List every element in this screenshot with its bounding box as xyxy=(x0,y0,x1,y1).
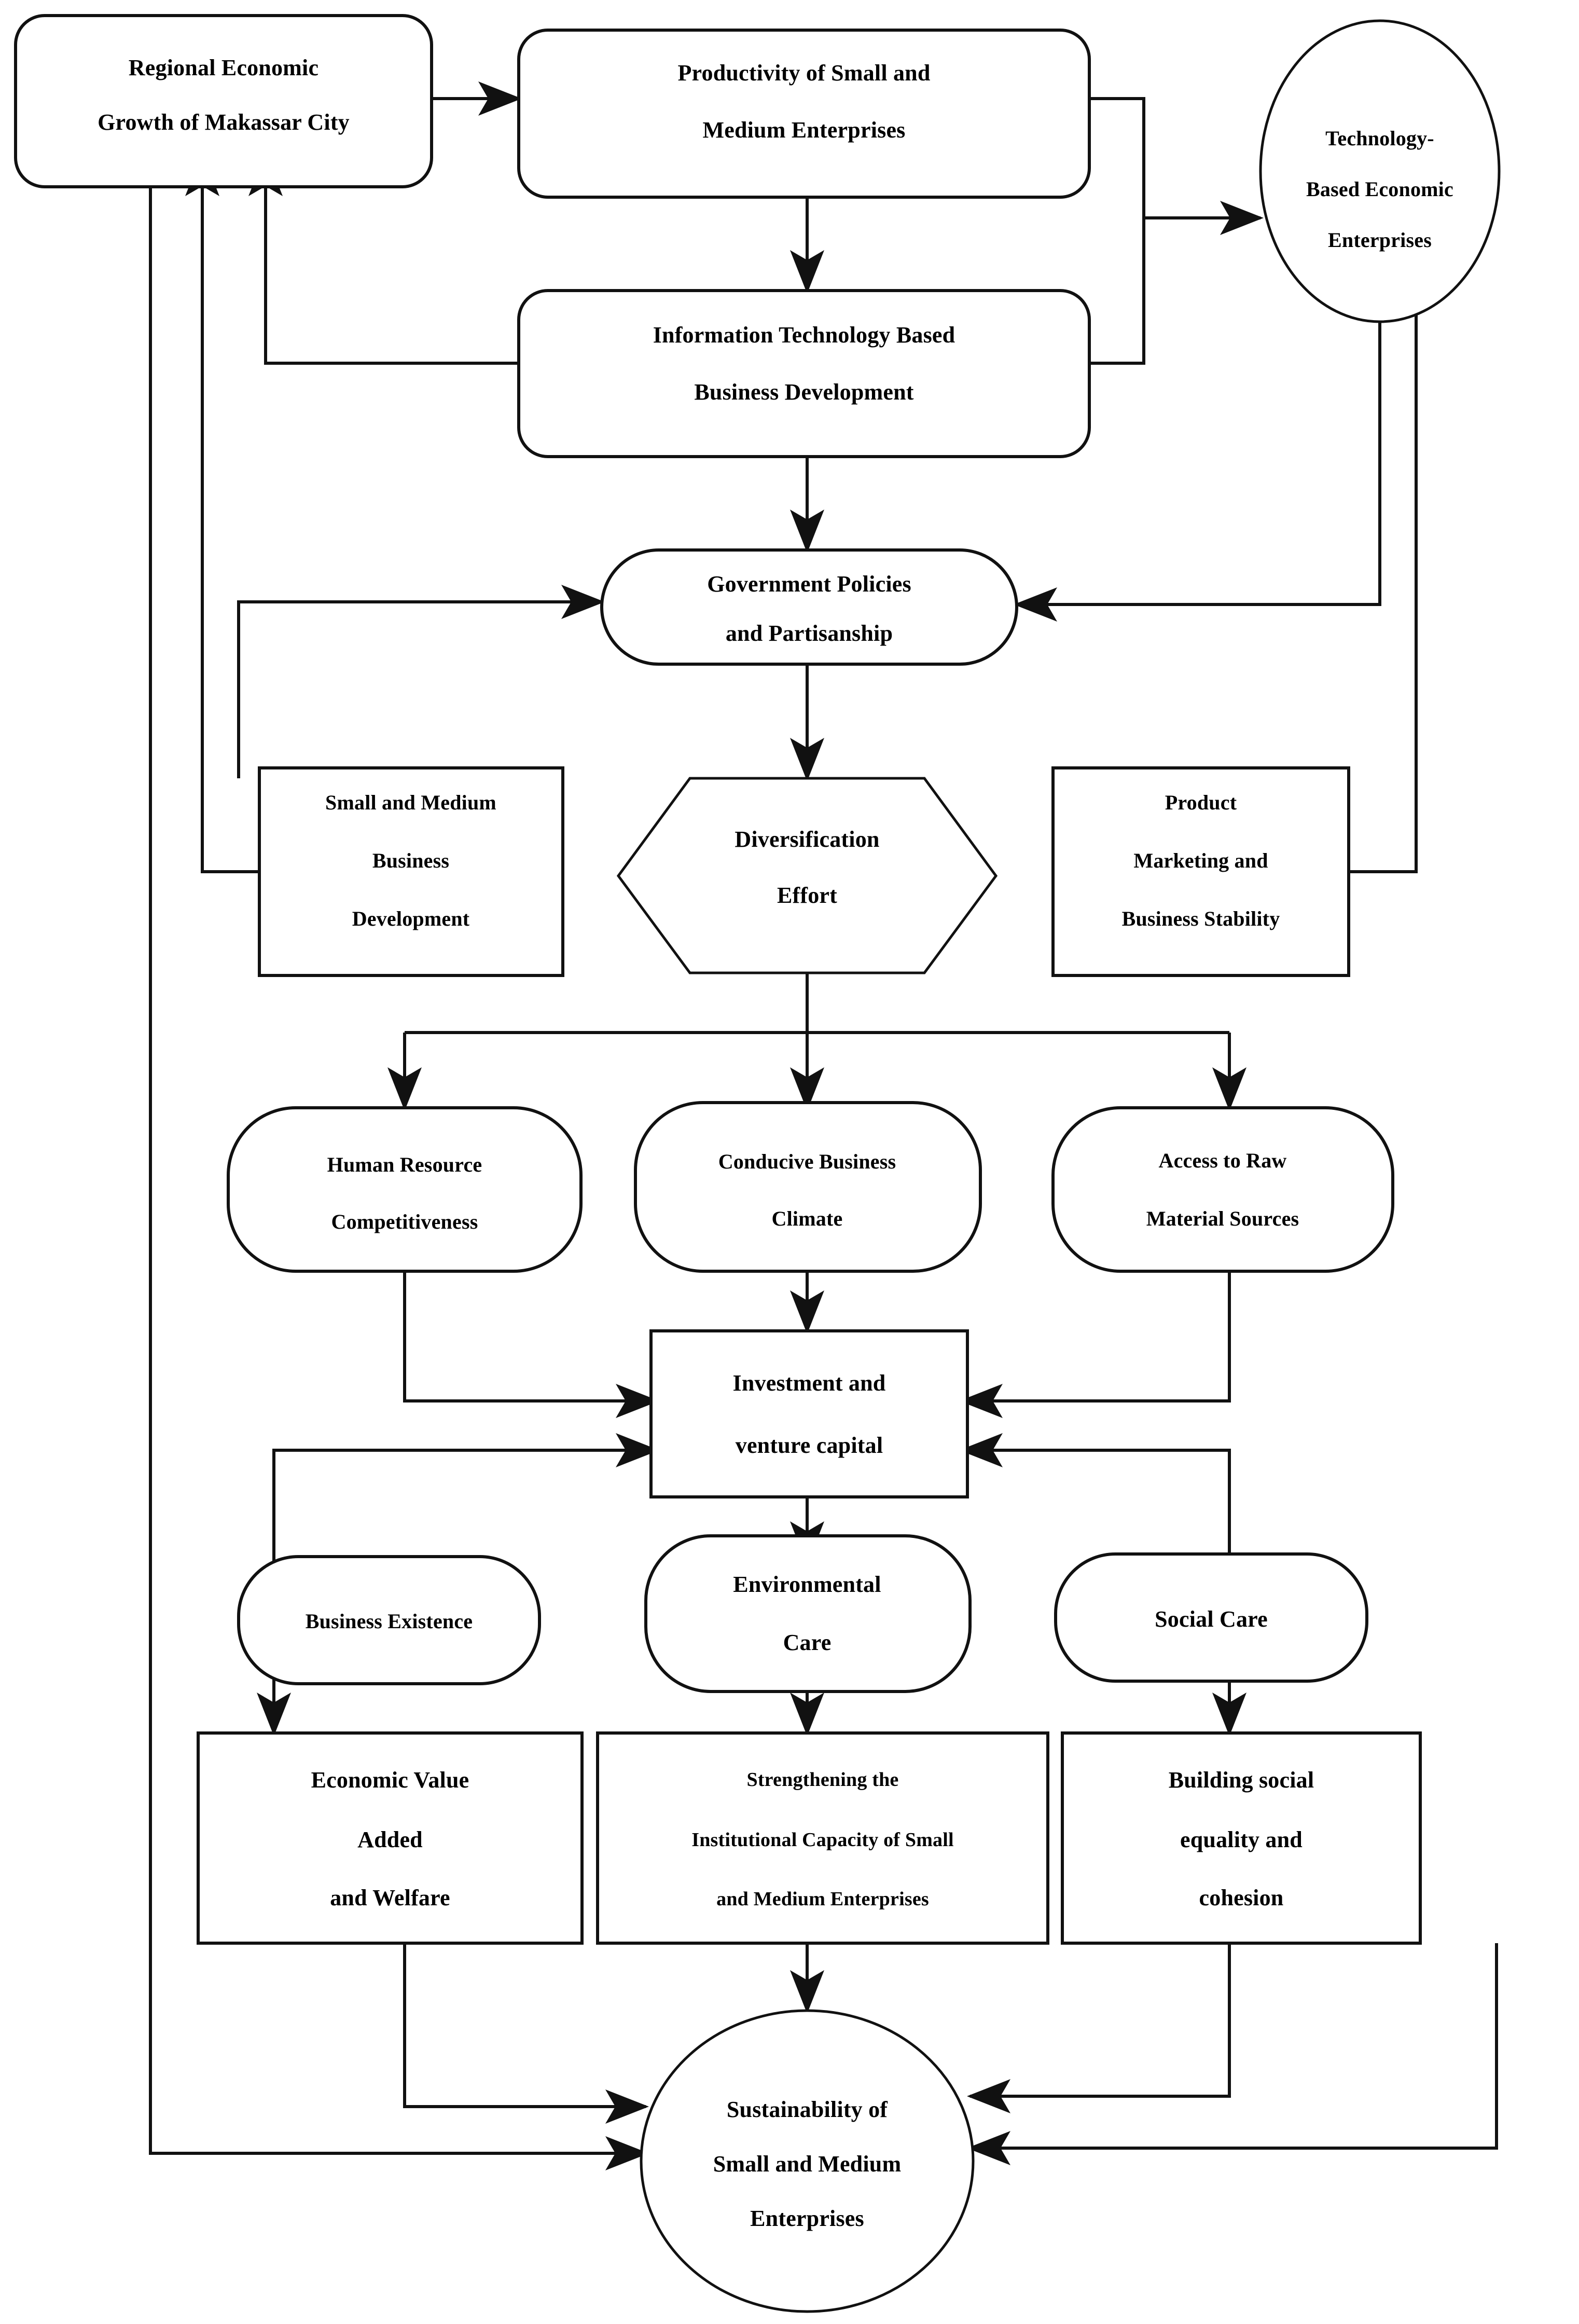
regional-growth-line-1: Regional Economic xyxy=(129,55,318,80)
edge-human-resource-to-investment xyxy=(403,1271,659,1418)
node-environmental-care[interactable]: Environmental Care xyxy=(644,1534,972,1693)
node-investment-venture-capital[interactable]: Investment and venture capital xyxy=(649,1329,969,1498)
node-productivity[interactable]: Productivity of Small and Medium Enterpr… xyxy=(517,29,1091,199)
environmental-care-shape xyxy=(644,1534,972,1693)
edge-small-medium-dev-to-government-policies xyxy=(237,585,605,778)
sustainability-line-1: Sustainability of xyxy=(727,2097,888,2122)
technology-based-line-2: Based Economic xyxy=(1306,177,1453,201)
productivity-shape xyxy=(517,29,1091,199)
environmental-care-line-2: Care xyxy=(783,1630,832,1655)
node-sustainability[interactable]: Sustainability of Small and Medium Enter… xyxy=(640,2009,975,2313)
economic-value-line-2: Added xyxy=(357,1827,423,1852)
institutional-capacity-shape xyxy=(596,1731,1049,1945)
economic-value-line-1: Economic Value xyxy=(311,1767,469,1793)
conducive-climate-line-2: Climate xyxy=(772,1207,843,1230)
node-business-existence[interactable]: Business Existence xyxy=(237,1555,541,1685)
edge-social-care-to-investment xyxy=(959,1433,1231,1583)
economic-value-shape xyxy=(197,1731,584,1945)
human-resource-shape xyxy=(227,1106,583,1273)
technology-based-line-3: Enterprises xyxy=(1328,228,1432,252)
raw-material-line-2: Material Sources xyxy=(1146,1207,1299,1230)
government-policies-line-1: Government Policies xyxy=(707,571,911,597)
node-product-marketing-business-stability[interactable]: Product Marketing and Business Stability xyxy=(1051,766,1350,977)
node-regional-economic-growth[interactable]: Regional Economic Growth of Makassar Cit… xyxy=(14,14,433,188)
edge-economic-value-to-sustainability xyxy=(403,1943,649,2124)
edge-product-marketing-to-technology-based xyxy=(1349,246,1433,873)
sustainability-shape xyxy=(640,2009,975,2313)
regional-growth-shape xyxy=(14,14,433,188)
node-institutional-capacity[interactable]: Strengthening the Institutional Capacity… xyxy=(596,1731,1049,1945)
product-marketing-line-2: Marketing and xyxy=(1133,849,1268,872)
business-existence-line-1: Business Existence xyxy=(306,1610,473,1633)
investment-line-2: venture capital xyxy=(736,1433,883,1458)
social-equality-line-3: cohesion xyxy=(1199,1885,1284,1910)
it-business-dev-line-2: Business Development xyxy=(694,379,913,405)
technology-based-line-1: Technology- xyxy=(1325,127,1434,150)
edge-business-existence-to-investment xyxy=(272,1433,659,1585)
node-government-policies[interactable]: Government Policies and Partisanship xyxy=(600,548,1018,666)
raw-material-shape xyxy=(1051,1106,1394,1273)
small-medium-dev-line-3: Development xyxy=(352,907,470,930)
sustainability-line-3: Enterprises xyxy=(750,2206,864,2231)
institutional-capacity-line-1: Strengthening the xyxy=(746,1769,898,1791)
node-social-care[interactable]: Social Care xyxy=(1054,1552,1368,1683)
node-access-raw-material-sources[interactable]: Access to Raw Material Sources xyxy=(1051,1106,1394,1273)
edge-right-rail-to-sustainability xyxy=(967,1943,1498,2165)
product-marketing-line-1: Product xyxy=(1165,791,1237,814)
node-small-medium-business-development[interactable]: Small and Medium Business Development xyxy=(258,766,564,977)
investment-shape xyxy=(649,1329,969,1498)
government-policies-shape xyxy=(600,548,1018,666)
investment-line-1: Investment and xyxy=(733,1370,886,1396)
edge-small-medium-dev-to-regional-growth xyxy=(185,153,259,873)
regional-growth-line-2: Growth of Makassar City xyxy=(98,109,350,135)
node-technology-based-economic-enterprises[interactable]: Technology- Based Economic Enterprises xyxy=(1259,19,1501,323)
diversification-line-2: Effort xyxy=(777,883,837,908)
it-business-dev-shape xyxy=(517,289,1091,458)
sustainability-line-2: Small and Medium xyxy=(713,2151,902,2177)
government-policies-line-2: and Partisanship xyxy=(726,621,893,646)
human-resource-line-2: Competitiveness xyxy=(331,1210,478,1233)
small-medium-dev-line-2: Business xyxy=(372,849,449,872)
edge-layer xyxy=(149,81,1498,2170)
institutional-capacity-line-2: Institutional Capacity of Small xyxy=(691,1829,954,1851)
social-equality-shape xyxy=(1061,1731,1422,1945)
productivity-line-2: Medium Enterprises xyxy=(702,117,905,143)
node-social-equality-cohesion[interactable]: Building social equality and cohesion xyxy=(1061,1731,1422,1945)
technology-based-shape xyxy=(1259,19,1501,323)
product-marketing-shape xyxy=(1051,766,1350,977)
economic-value-line-3: and Welfare xyxy=(330,1885,450,1910)
product-marketing-line-3: Business Stability xyxy=(1122,907,1280,930)
conducive-climate-line-1: Conducive Business xyxy=(718,1150,896,1173)
business-existence-shape xyxy=(237,1555,541,1685)
productivity-line-1: Productivity of Small and xyxy=(677,60,930,86)
edge-it-business-dev-to-technology-based xyxy=(1089,218,1145,365)
social-care-shape xyxy=(1054,1552,1368,1683)
small-medium-dev-shape xyxy=(258,766,564,977)
edge-social-equality-to-sustainability xyxy=(967,1943,1231,2113)
raw-material-line-1: Access to Raw xyxy=(1159,1149,1287,1172)
conducive-climate-shape xyxy=(634,1101,982,1273)
node-conducive-business-climate[interactable]: Conducive Business Climate xyxy=(634,1101,982,1273)
diversification-line-1: Diversification xyxy=(735,827,879,852)
environmental-care-line-1: Environmental xyxy=(733,1572,881,1597)
social-equality-line-1: Building social xyxy=(1169,1767,1314,1793)
diversification-shape xyxy=(616,777,998,974)
node-it-business-development[interactable]: Information Technology Based Business De… xyxy=(517,289,1091,458)
edge-it-business-dev-to-regional-growth xyxy=(248,153,519,365)
social-care-line-1: Social Care xyxy=(1155,1606,1268,1632)
edge-technology-based-to-government-policies xyxy=(1014,246,1381,622)
social-equality-line-2: equality and xyxy=(1180,1827,1303,1852)
small-medium-dev-line-1: Small and Medium xyxy=(325,791,496,814)
edge-raw-material-to-investment xyxy=(959,1271,1231,1418)
it-business-dev-line-1: Information Technology Based xyxy=(653,322,955,348)
edge-productivity-to-technology-based xyxy=(1089,97,1264,235)
human-resource-line-1: Human Resource xyxy=(327,1153,482,1176)
institutional-capacity-line-3: and Medium Enterprises xyxy=(716,1888,929,1910)
node-diversification-effort[interactable]: Diversification Effort xyxy=(616,777,998,974)
node-human-resource-competitiveness[interactable]: Human Resource Competitiveness xyxy=(227,1106,583,1273)
node-economic-value-added-welfare[interactable]: Economic Value Added and Welfare xyxy=(197,1731,584,1945)
